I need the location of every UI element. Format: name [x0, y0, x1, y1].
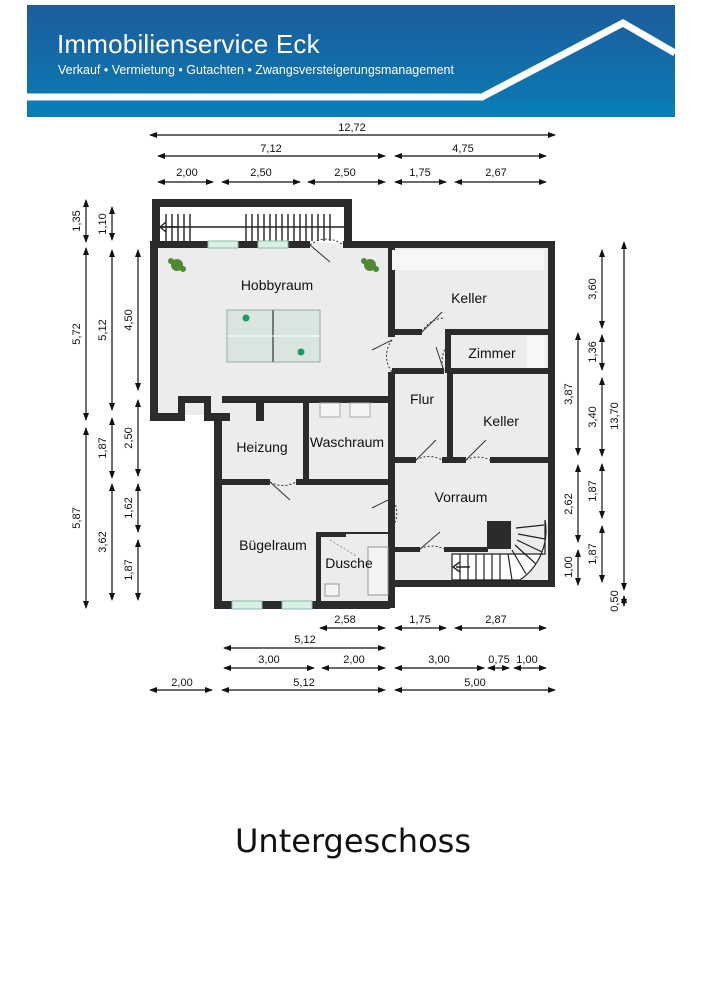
light-strip [392, 250, 544, 270]
doors [269, 238, 491, 550]
plant-icon [361, 258, 379, 272]
dim-bottom: 0,75 [488, 654, 509, 666]
dim-left: 1,10 [97, 213, 109, 234]
table-tennis-icon [226, 309, 321, 363]
washing-machine-icon [319, 402, 371, 418]
dim-top-total: 12,72 [338, 122, 366, 134]
walls [150, 199, 555, 609]
dim-left: 2,50 [123, 427, 135, 448]
room-label-zimmer: Zimmer [468, 345, 516, 361]
room-label-hobbyraum: Hobbyraum [241, 277, 313, 293]
dim-top-right: 4,75 [452, 143, 473, 155]
floor-plan: Hobbyraum Keller Zimmer Flur Keller Heiz… [71, 122, 627, 693]
dim-left: 1,35 [71, 210, 83, 231]
dim-bottom: 2,87 [485, 614, 506, 626]
dim-bottom: 3,00 [258, 654, 279, 666]
dim-left: 4,50 [123, 309, 135, 330]
dim-right: 1,87 [587, 543, 599, 564]
dim-left: 1,62 [123, 497, 135, 518]
dim-right: 13,70 [609, 402, 621, 430]
dim-bottom: 2,00 [343, 654, 364, 666]
room-label-keller-bottom: Keller [483, 413, 519, 429]
dim-bottom: 5,12 [293, 677, 314, 689]
plant-icon [168, 258, 186, 272]
roof-line-icon [27, 19, 675, 101]
room-label-keller-top: Keller [451, 290, 487, 306]
dim-left: 5,72 [71, 323, 83, 344]
dim-top-seg: 2,67 [485, 167, 506, 179]
dim-top-seg: 2,00 [176, 167, 197, 179]
dim-left: 5,87 [71, 507, 83, 528]
room-label-buegelraum: Bügelraum [239, 537, 307, 553]
dim-top-left: 7,12 [260, 143, 281, 155]
light-strip [527, 336, 545, 368]
dim-right: 1,87 [587, 480, 599, 501]
dim-bottom: 2,00 [171, 677, 192, 689]
dimension-lines [83, 132, 627, 693]
dim-bottom: 3,00 [428, 654, 449, 666]
dim-bottom: 5,12 [294, 634, 315, 646]
header-banner: Immobilienservice Eck Verkauf • Vermietu… [27, 5, 675, 117]
room-label-flur: Flur [410, 391, 434, 407]
banner-background [27, 5, 675, 117]
dim-left: 1,87 [97, 437, 109, 458]
dim-right: 1,00 [563, 556, 575, 577]
dim-right: 1,36 [587, 341, 599, 362]
floor-area [152, 243, 553, 607]
dim-right: 3,60 [587, 278, 599, 299]
room-label-vorraum: Vorraum [435, 489, 488, 505]
stairs-top-left [160, 214, 344, 241]
stair-arrow-icon [451, 561, 470, 573]
room-label-waschraum: Waschraum [310, 434, 384, 450]
dim-bottom: 2,58 [334, 614, 355, 626]
windows [207, 240, 313, 610]
dim-right: 0,50 [609, 590, 621, 611]
company-tagline: Verkauf • Vermietung • Gutachten • Zwang… [58, 63, 454, 77]
dim-left: 1,87 [123, 559, 135, 580]
dim-bottom: 5,00 [464, 677, 485, 689]
dim-bottom: 1,75 [409, 614, 430, 626]
room-label-dusche: Dusche [325, 555, 373, 571]
dim-right: 3,87 [563, 383, 575, 404]
dim-top-seg: 2,50 [250, 167, 271, 179]
floor-title: Untergeschoss [235, 822, 471, 860]
dim-top-seg: 1,75 [409, 167, 430, 179]
dim-right: 3,40 [587, 406, 599, 427]
dim-bottom: 1,00 [516, 654, 537, 666]
room-label-heizung: Heizung [236, 439, 287, 455]
dim-top-seg: 2,50 [334, 167, 355, 179]
stair-arrow-icon [158, 221, 178, 233]
company-name: Immobilienservice Eck [57, 29, 320, 59]
dim-left: 5,12 [97, 319, 109, 340]
shower-icon [324, 539, 389, 597]
dim-right: 2,62 [563, 493, 575, 514]
dim-left: 3,62 [97, 531, 109, 552]
